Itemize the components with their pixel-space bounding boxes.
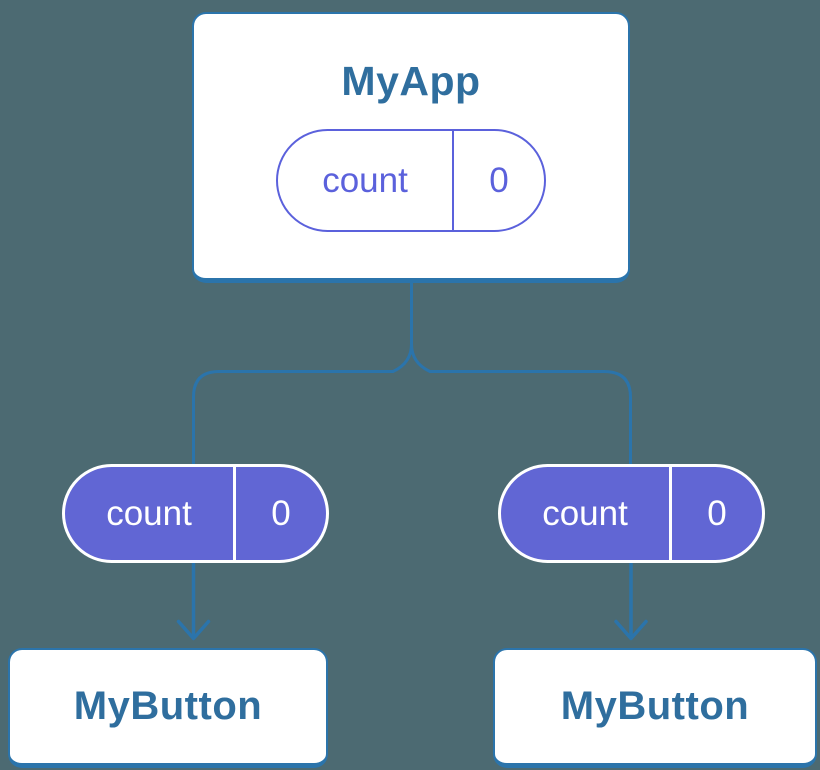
mybutton-card-right: MyButton — [493, 648, 817, 768]
myapp-title: MyApp — [341, 58, 481, 104]
prop-value: 0 — [707, 493, 727, 533]
pill-divider — [233, 467, 236, 560]
prop-value: 0 — [271, 493, 291, 533]
arrow-right-head — [614, 619, 648, 641]
prop-name: count — [542, 493, 628, 533]
pill-divider — [669, 467, 672, 560]
prop-name: count — [106, 493, 192, 533]
state-name: count — [322, 160, 408, 200]
state-value: 0 — [489, 160, 509, 200]
pill-divider — [452, 131, 454, 230]
mybutton-title: MyButton — [73, 684, 263, 728]
myapp-state-pill: count 0 — [276, 129, 546, 232]
branch-right-line — [410, 278, 632, 466]
mybutton-title: MyButton — [560, 684, 750, 728]
prop-pill-left: count 0 — [62, 464, 329, 563]
myapp-card: MyApp count 0 — [192, 12, 630, 283]
arrow-left-head — [176, 619, 211, 641]
branch-left-line — [192, 278, 413, 468]
mybutton-card-left: MyButton — [8, 648, 328, 768]
prop-pill-right: count 0 — [498, 464, 765, 563]
